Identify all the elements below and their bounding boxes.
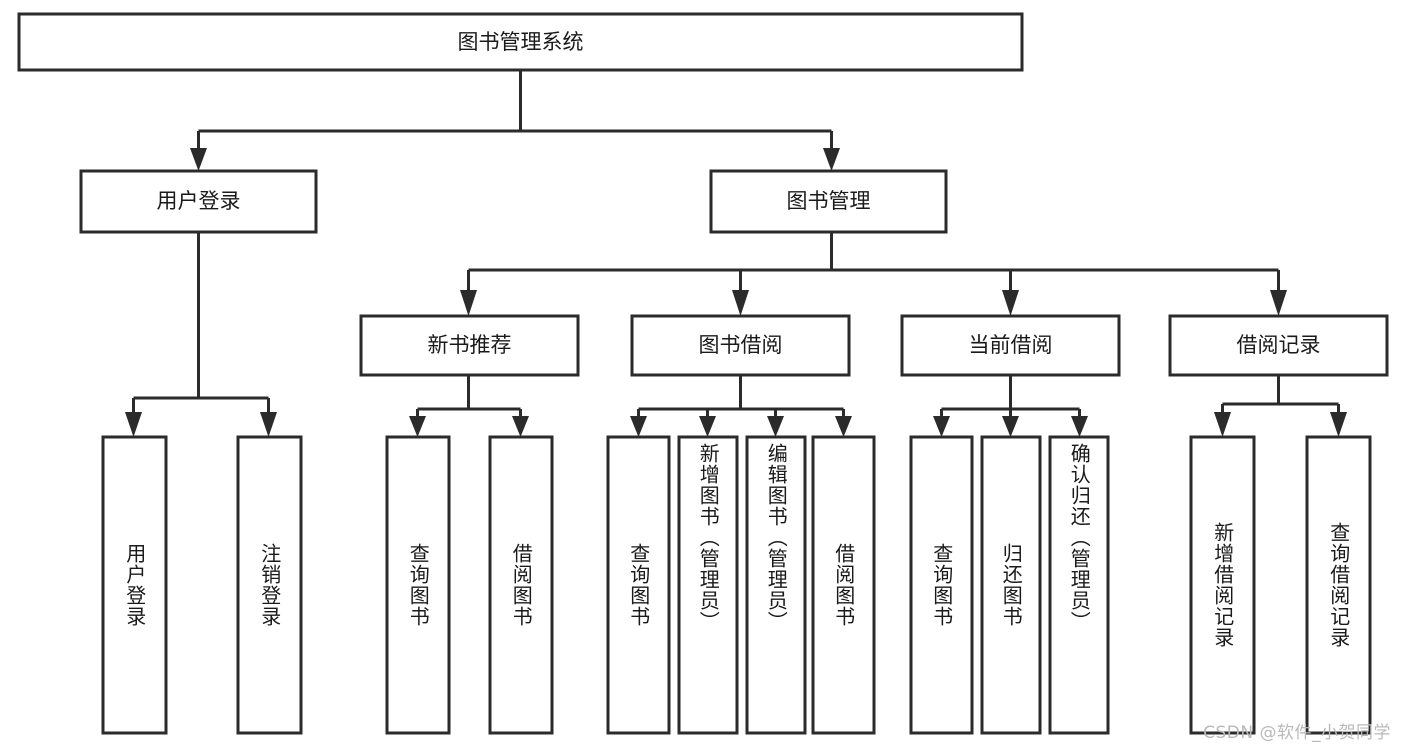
arrow-head-new-book-recommend [460,290,477,316]
node-book-borrow-label: 图书借阅 [699,333,783,357]
arrow-head-current-borrow [1002,290,1019,316]
leaf-add-record-box[interactable] [1189,435,1256,735]
leaf-borrow-book-1-box[interactable] [488,435,554,735]
node-current-borrow[interactable]: 当前借阅 [900,314,1121,377]
arrow-head-leaf-edit-book [767,416,784,437]
arrow-head-leaf-query-record [1330,412,1347,437]
arrow-head-borrow-record [1270,290,1287,316]
leaf-query-record-box[interactable] [1305,435,1372,735]
node-borrow-record[interactable]: 借阅记录 [1168,314,1389,377]
arrow-head-leaf-return-book [1002,416,1019,437]
arrow-head-book-manage [823,148,840,171]
node-book-borrow-box[interactable] [630,314,851,377]
node-user-login-label: 用户登录 [157,189,241,213]
leaf-confirm-return-box[interactable] [1048,435,1110,735]
arrow-head-leaf-query-book-2 [630,416,647,437]
arrow-head-leaf-borrow-book-1 [512,416,529,437]
arrow-head-leaf-confirm-return [1071,416,1088,437]
leaf-borrow-book-2-box[interactable] [811,435,876,735]
arrow-head-book-borrow [732,290,749,316]
leaf-query-book-2-box[interactable] [606,435,671,735]
node-book-manage-box[interactable] [709,169,948,234]
leaf-box-layer [101,435,1372,735]
node-borrow-record-box[interactable] [1168,314,1389,377]
node-root-box[interactable] [17,12,1024,72]
leaf-user-login-box[interactable] [101,435,168,735]
connector-layer [125,70,1347,437]
node-new-book-recommend-box[interactable] [359,314,580,377]
node-new-book-recommend[interactable]: 新书推荐 [359,314,580,377]
arrow-head-leaf-query-book-1 [409,416,426,437]
leaf-user-logout-box[interactable] [236,435,303,735]
leaf-return-book-box[interactable] [980,435,1042,735]
node-current-borrow-box[interactable] [900,314,1121,377]
node-book-borrow[interactable]: 图书借阅 [630,314,851,377]
arrow-head-leaf-user-logout [260,412,277,437]
arrow-head-leaf-add-book [699,416,716,437]
node-new-book-recommend-label: 新书推荐 [428,333,512,357]
leaf-query-book-3-box[interactable] [909,435,974,735]
node-borrow-record-label: 借阅记录 [1237,333,1321,357]
leaf-edit-book-box[interactable] [745,435,807,735]
arrow-head-user-login [190,148,207,171]
node-user-login[interactable]: 用户登录 [79,169,318,234]
node-current-borrow-label: 当前借阅 [969,333,1053,357]
arrow-head-leaf-borrow-book-2 [835,416,852,437]
node-root-label: 图书管理系统 [458,30,584,54]
arrow-head-leaf-query-book-3 [933,416,950,437]
node-user-login-box[interactable] [79,169,318,234]
arrow-head-leaf-add-record [1214,412,1231,437]
node-book-manage-label: 图书管理 [787,189,871,213]
node-book-manage[interactable]: 图书管理 [709,169,948,234]
arrow-head-leaf-user-login [125,412,142,437]
leaf-add-book-box[interactable] [677,435,739,735]
leaf-query-book-1-box[interactable] [385,435,451,735]
node-root[interactable]: 图书管理系统 [17,12,1024,72]
